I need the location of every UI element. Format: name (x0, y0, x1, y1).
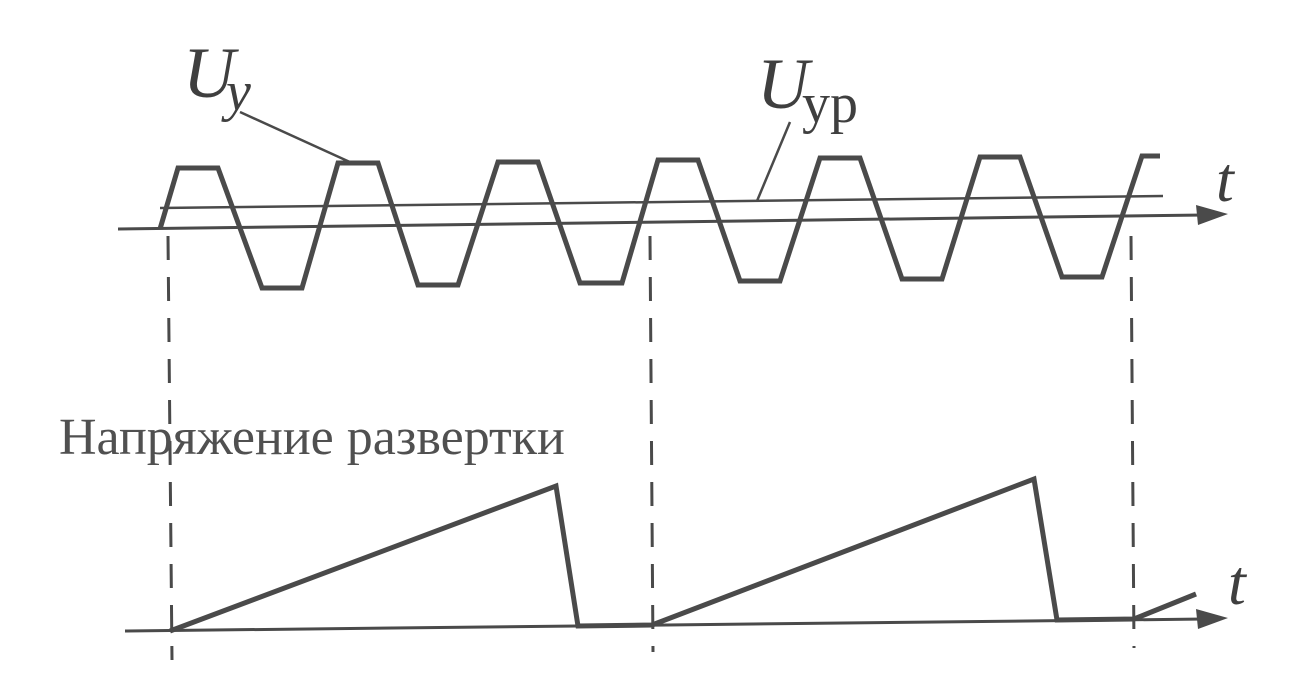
u-yp-subscript: yp (802, 73, 858, 135)
top-time-axis (117, 213, 1206, 231)
signal-waveform (157, 153, 1160, 291)
dashed-guide-1 (166, 235, 174, 661)
dashed-guide-3 (1129, 235, 1136, 649)
top-axis-arrowhead (1196, 205, 1228, 225)
u-yp-label: U (757, 44, 813, 124)
sweep-sawtooth-waveform (169, 475, 1197, 634)
trigger-level-line (159, 194, 1164, 210)
u-yp-leader-line (755, 121, 792, 202)
bottom-t-label: t (1228, 547, 1248, 618)
sweep-voltage-caption: Напряжение развертки (59, 409, 565, 466)
bottom-axis-arrowhead (1196, 609, 1228, 629)
top-t-label: t (1216, 144, 1236, 215)
bottom-time-axis (124, 617, 1206, 633)
u-y-label: U (183, 33, 239, 113)
u-y-leader-line (239, 110, 353, 165)
u-y-subscript: y (221, 61, 251, 123)
dashed-guide-2 (648, 235, 655, 653)
